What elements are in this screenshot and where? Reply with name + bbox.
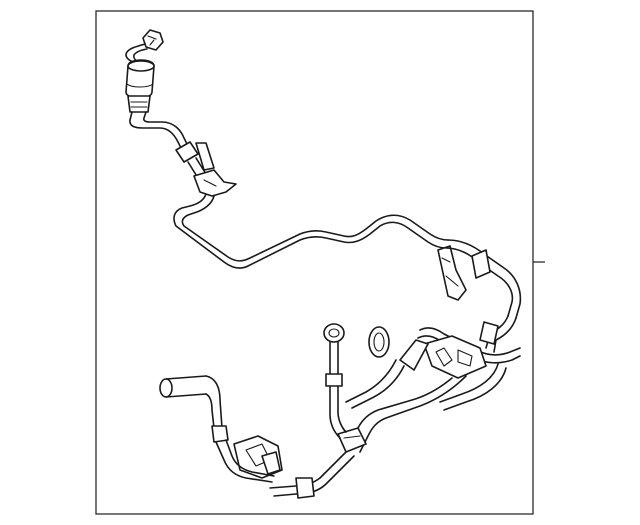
banjo-fitting <box>323 323 347 439</box>
lower-bracket-left <box>233 435 283 479</box>
upper-connector <box>125 29 164 64</box>
upper-tube <box>129 111 449 269</box>
o-ring <box>368 326 390 358</box>
diagram-frame <box>95 10 534 515</box>
upper-bracket <box>193 169 237 197</box>
inlet-pipe <box>159 375 275 483</box>
right-bracket <box>437 239 522 353</box>
inline-filter <box>125 59 155 113</box>
lower-tube-assembly <box>269 321 521 499</box>
